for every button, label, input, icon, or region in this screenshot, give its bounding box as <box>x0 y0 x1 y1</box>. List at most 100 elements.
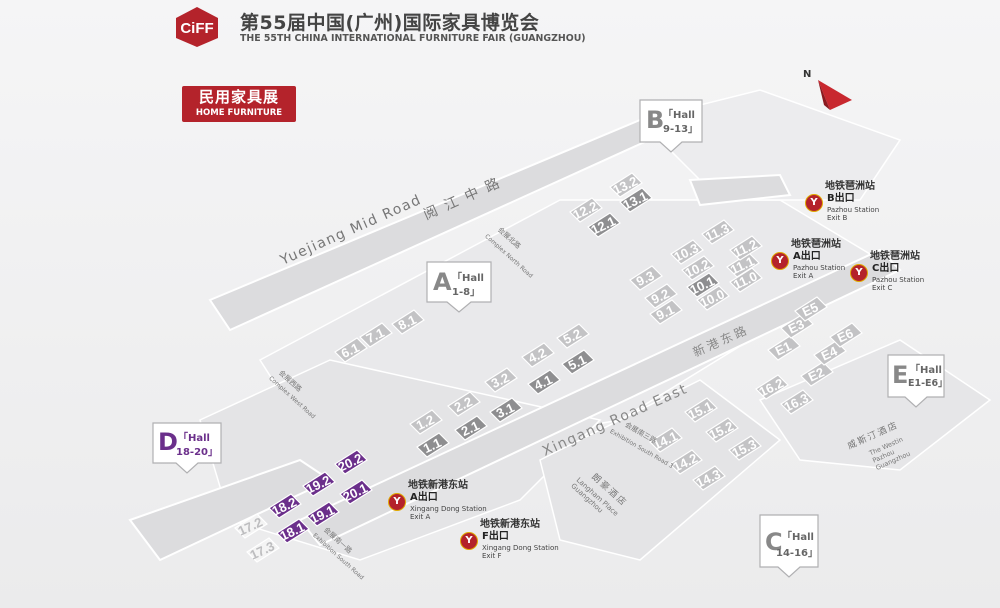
hall-label: 6.1 <box>339 340 362 361</box>
hall-7-1[interactable]: 7.1 <box>359 322 393 348</box>
station-name: 地铁新港东站 <box>408 480 468 491</box>
hall-label: E4 <box>819 343 840 364</box>
hall-block <box>619 187 653 213</box>
station-exit: A出口 <box>410 492 438 503</box>
hall-5-1[interactable]: 5.1 <box>561 349 595 375</box>
zone-letter: B <box>646 106 665 134</box>
hall-4-1[interactable]: 4.1 <box>527 369 561 395</box>
hall-3-1[interactable]: 3.1 <box>489 397 523 423</box>
hall-9-3[interactable]: 9.3 <box>629 265 663 291</box>
hall-5-2[interactable]: 5.2 <box>556 323 590 349</box>
ciff-logo: CiFF <box>174 6 220 48</box>
hall-3-2[interactable]: 3.2 <box>484 367 518 393</box>
compass-label: N <box>803 69 812 80</box>
hall-block <box>800 361 834 387</box>
station-exit: B出口 <box>827 193 855 204</box>
hall-block <box>561 349 595 375</box>
hall-1-1[interactable]: 1.1 <box>416 432 450 458</box>
station-exit-en: Exit B <box>827 214 848 222</box>
metro-icon: Y <box>388 493 406 511</box>
hall-2-1[interactable]: 2.1 <box>454 415 488 441</box>
hall-label: 4.2 <box>526 345 549 366</box>
hall-label: 2.1 <box>459 418 482 439</box>
hall-E4[interactable]: E4 <box>813 340 847 366</box>
hall-label: 9.3 <box>634 268 657 289</box>
station-name: 地铁琶洲站 <box>825 181 875 192</box>
hall-block <box>649 299 683 325</box>
hall-1-2[interactable]: 1.2 <box>409 409 443 435</box>
zone-word: 「Hall <box>782 532 814 543</box>
hall-block <box>234 513 268 539</box>
station-exit-en: Exit A <box>410 513 431 521</box>
station-name: 地铁新港东站 <box>480 519 540 530</box>
zone-range: 14-16」 <box>776 548 818 559</box>
hall-block <box>670 239 704 265</box>
hall-block <box>813 340 847 366</box>
hall-block <box>696 285 730 311</box>
metro-icon: Y <box>805 194 823 212</box>
hall-block <box>794 296 828 322</box>
station-name-en: Pazhou Station <box>827 206 880 214</box>
home-furniture-badge: 民用家具展 HOME FURNITURE <box>182 86 296 122</box>
hall-block <box>669 449 703 475</box>
hall-block <box>521 342 555 368</box>
zone-letter: C <box>765 528 783 556</box>
zone-d-pin[interactable]: D 「Hall 18-20」 <box>156 425 220 463</box>
hall-6-1[interactable]: 6.1 <box>334 337 368 363</box>
hall-label: 3.1 <box>494 400 517 421</box>
hall-block <box>302 471 336 497</box>
zone-e-pin[interactable]: E 「Hall E1-E6」 <box>890 357 948 397</box>
hall-E2[interactable]: E2 <box>800 361 834 387</box>
hall-block <box>705 417 739 443</box>
hall-label: 7.1 <box>364 325 387 346</box>
zone-a-pin[interactable]: A 「Hall 1-8」 <box>430 264 490 302</box>
hall-block <box>334 449 368 475</box>
zone-word: 「Hall <box>178 433 210 444</box>
hall-9-1[interactable]: 9.1 <box>649 299 683 325</box>
hall-block <box>447 391 481 417</box>
hall-block <box>684 397 718 423</box>
zone-b-pin[interactable]: B 「Hall 9-13」 <box>643 102 701 142</box>
page-title: 第55届中国(广州)国际家具博览会 <box>240 12 540 34</box>
hall-block <box>728 435 762 461</box>
zone-word: 「Hall <box>910 365 942 376</box>
station-exit: A出口 <box>793 251 821 262</box>
hall-label: 5.1 <box>566 352 589 373</box>
zone-letter: A <box>433 268 452 296</box>
hall-block <box>692 465 726 491</box>
hall-label: E1 <box>773 338 794 358</box>
hall-9-2[interactable]: 9.2 <box>644 283 678 309</box>
hall-2-2[interactable]: 2.2 <box>447 391 481 417</box>
hall-label: E6 <box>835 325 856 345</box>
zone-c-pin[interactable]: C 「Hall 14-16」 <box>762 520 818 570</box>
hall-8-1[interactable]: 8.1 <box>391 309 425 335</box>
hall-label: 8.1 <box>396 312 419 333</box>
hall-block <box>416 432 450 458</box>
hall-block <box>484 367 518 393</box>
hall-label: E5 <box>800 299 821 319</box>
station-name-en: Pazhou Station <box>872 276 925 284</box>
zone-letter: E <box>892 361 909 389</box>
hall-label: E2 <box>806 364 827 384</box>
hall-17-3[interactable]: 17.3 <box>246 537 280 563</box>
hall-E1[interactable]: E1 <box>767 335 801 361</box>
hall-block <box>767 335 801 361</box>
hall-label: 9.2 <box>649 286 672 307</box>
hall-18-2[interactable]: 18.2 <box>268 493 302 519</box>
zone-range: 1-8」 <box>452 287 481 298</box>
hall-block <box>686 272 720 298</box>
svg-text:CiFF: CiFF <box>180 20 213 37</box>
hall-block <box>780 389 814 415</box>
hall-block <box>644 283 678 309</box>
zone-range: 18-20」 <box>176 447 218 458</box>
hall-4-2[interactable]: 4.2 <box>521 342 555 368</box>
hall-E6[interactable]: E6 <box>829 322 863 348</box>
zone-range: 9-13」 <box>663 124 699 135</box>
station-exit: F出口 <box>482 531 509 542</box>
hall-E5[interactable]: E5 <box>794 296 828 322</box>
hall-block <box>276 518 310 544</box>
hall-block <box>609 172 643 198</box>
hall-label: 5.2 <box>561 326 584 347</box>
